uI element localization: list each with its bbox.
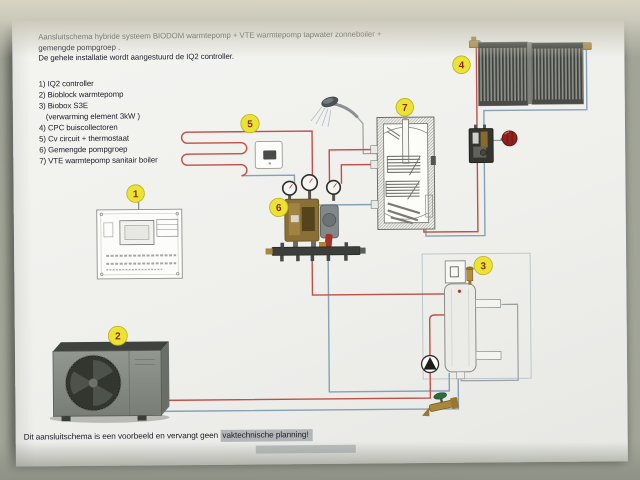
pump-group-drawing	[265, 173, 366, 262]
thermostat-drawing	[254, 140, 283, 169]
biobox-drawing	[443, 260, 502, 380]
heat-pump-drawing	[49, 341, 170, 423]
svg-text:3: 3	[480, 261, 486, 272]
solar-collectors-drawing	[468, 36, 592, 107]
schematic-drawing: 1 2 3 4 5 6 7	[49, 36, 592, 423]
solar-station-drawing	[468, 124, 494, 164]
svg-text:7: 7	[402, 103, 408, 114]
expansion-vessel-drawing	[500, 130, 518, 147]
footer-note-plain: Dit aansluitschema is een voorbeeld en v…	[23, 430, 221, 442]
callout-3-badge: 3	[473, 255, 493, 276]
svg-text:1: 1	[133, 189, 139, 200]
svg-text:6: 6	[276, 203, 282, 214]
callout-6-badge: 6	[269, 197, 289, 217]
callout-1-badge: 1	[126, 184, 145, 203]
cv-coil-drawing	[180, 130, 250, 177]
callout-4-badge: 4	[452, 55, 471, 74]
circulation-pump-symbol	[420, 354, 440, 374]
callout-2-badge: 2	[107, 325, 128, 346]
callout-5-badge: 5	[240, 114, 260, 134]
iq2-controller-drawing	[96, 201, 183, 280]
drain-valve-drawing	[422, 392, 459, 417]
callout-7-badge: 7	[395, 98, 415, 117]
svg-text:2: 2	[115, 331, 121, 342]
tape-piece	[355, 0, 431, 19]
footer-note: Dit aansluitschema is een voorbeeld en v…	[23, 429, 313, 442]
svg-text:5: 5	[247, 119, 253, 130]
biobox-enclosure-outline	[421, 252, 532, 380]
grey-shadow-bar	[255, 444, 356, 454]
shower-drawing	[310, 96, 359, 128]
footer-note-highlight: vaktechnische planning!	[220, 429, 313, 442]
boiler-drawing	[370, 116, 436, 230]
svg-text:4: 4	[459, 60, 465, 71]
paper-sheet: Aansluitschema hybride systeem BIODOM wa…	[12, 15, 628, 467]
